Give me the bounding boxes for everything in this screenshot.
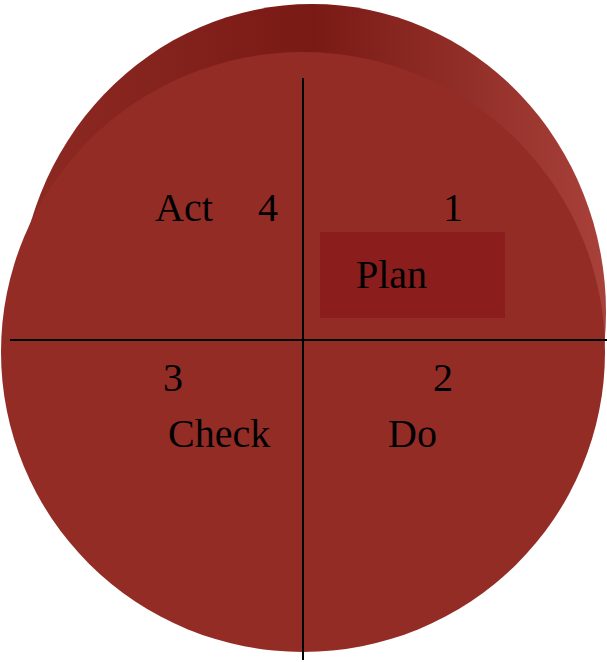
step-number: 3 — [163, 358, 183, 398]
quadrant-line — [10, 339, 607, 341]
quadrant-name: Do — [388, 414, 437, 454]
step-number: 2 — [433, 358, 453, 398]
quadrant-line — [302, 78, 304, 660]
quadrant-name: Check — [168, 414, 270, 454]
phase-box: Plan — [320, 232, 505, 318]
step-number: 1 — [443, 188, 463, 228]
phase-name: Plan — [356, 255, 427, 295]
step-number: 4 — [258, 188, 278, 228]
quadrant-name: Act — [155, 188, 213, 228]
